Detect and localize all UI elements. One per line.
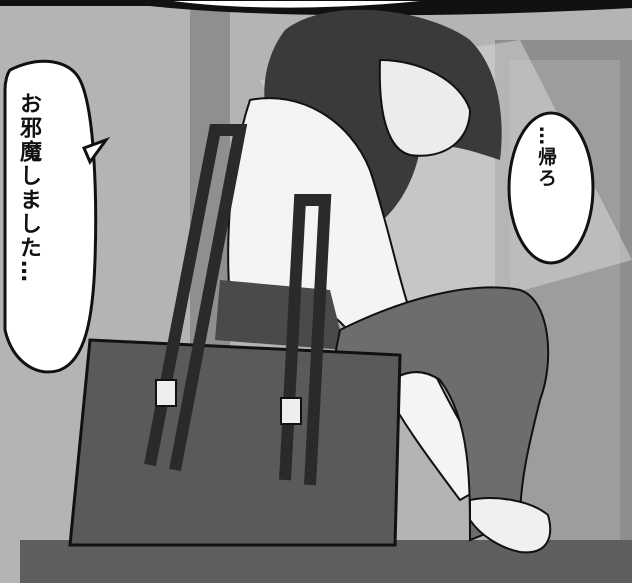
- speech-bubble-right: [507, 111, 595, 265]
- bag-strap-left: [144, 124, 248, 472]
- bag-buckle-left: [155, 379, 177, 407]
- top-bubble-fragment: [159, 0, 421, 10]
- dialogue-text-right: …帰ろ: [535, 126, 557, 189]
- hand: [469, 497, 552, 554]
- bag-strap-right: [279, 194, 332, 486]
- dialogue-text-left: お邪魔しました…: [16, 92, 41, 284]
- speech-bubble-left: [3, 59, 98, 374]
- bubble-tail-left: [81, 136, 111, 166]
- face: [378, 58, 472, 157]
- bag-buckle-right: [280, 397, 302, 425]
- legs: [328, 286, 550, 542]
- tote-bag: [68, 338, 402, 547]
